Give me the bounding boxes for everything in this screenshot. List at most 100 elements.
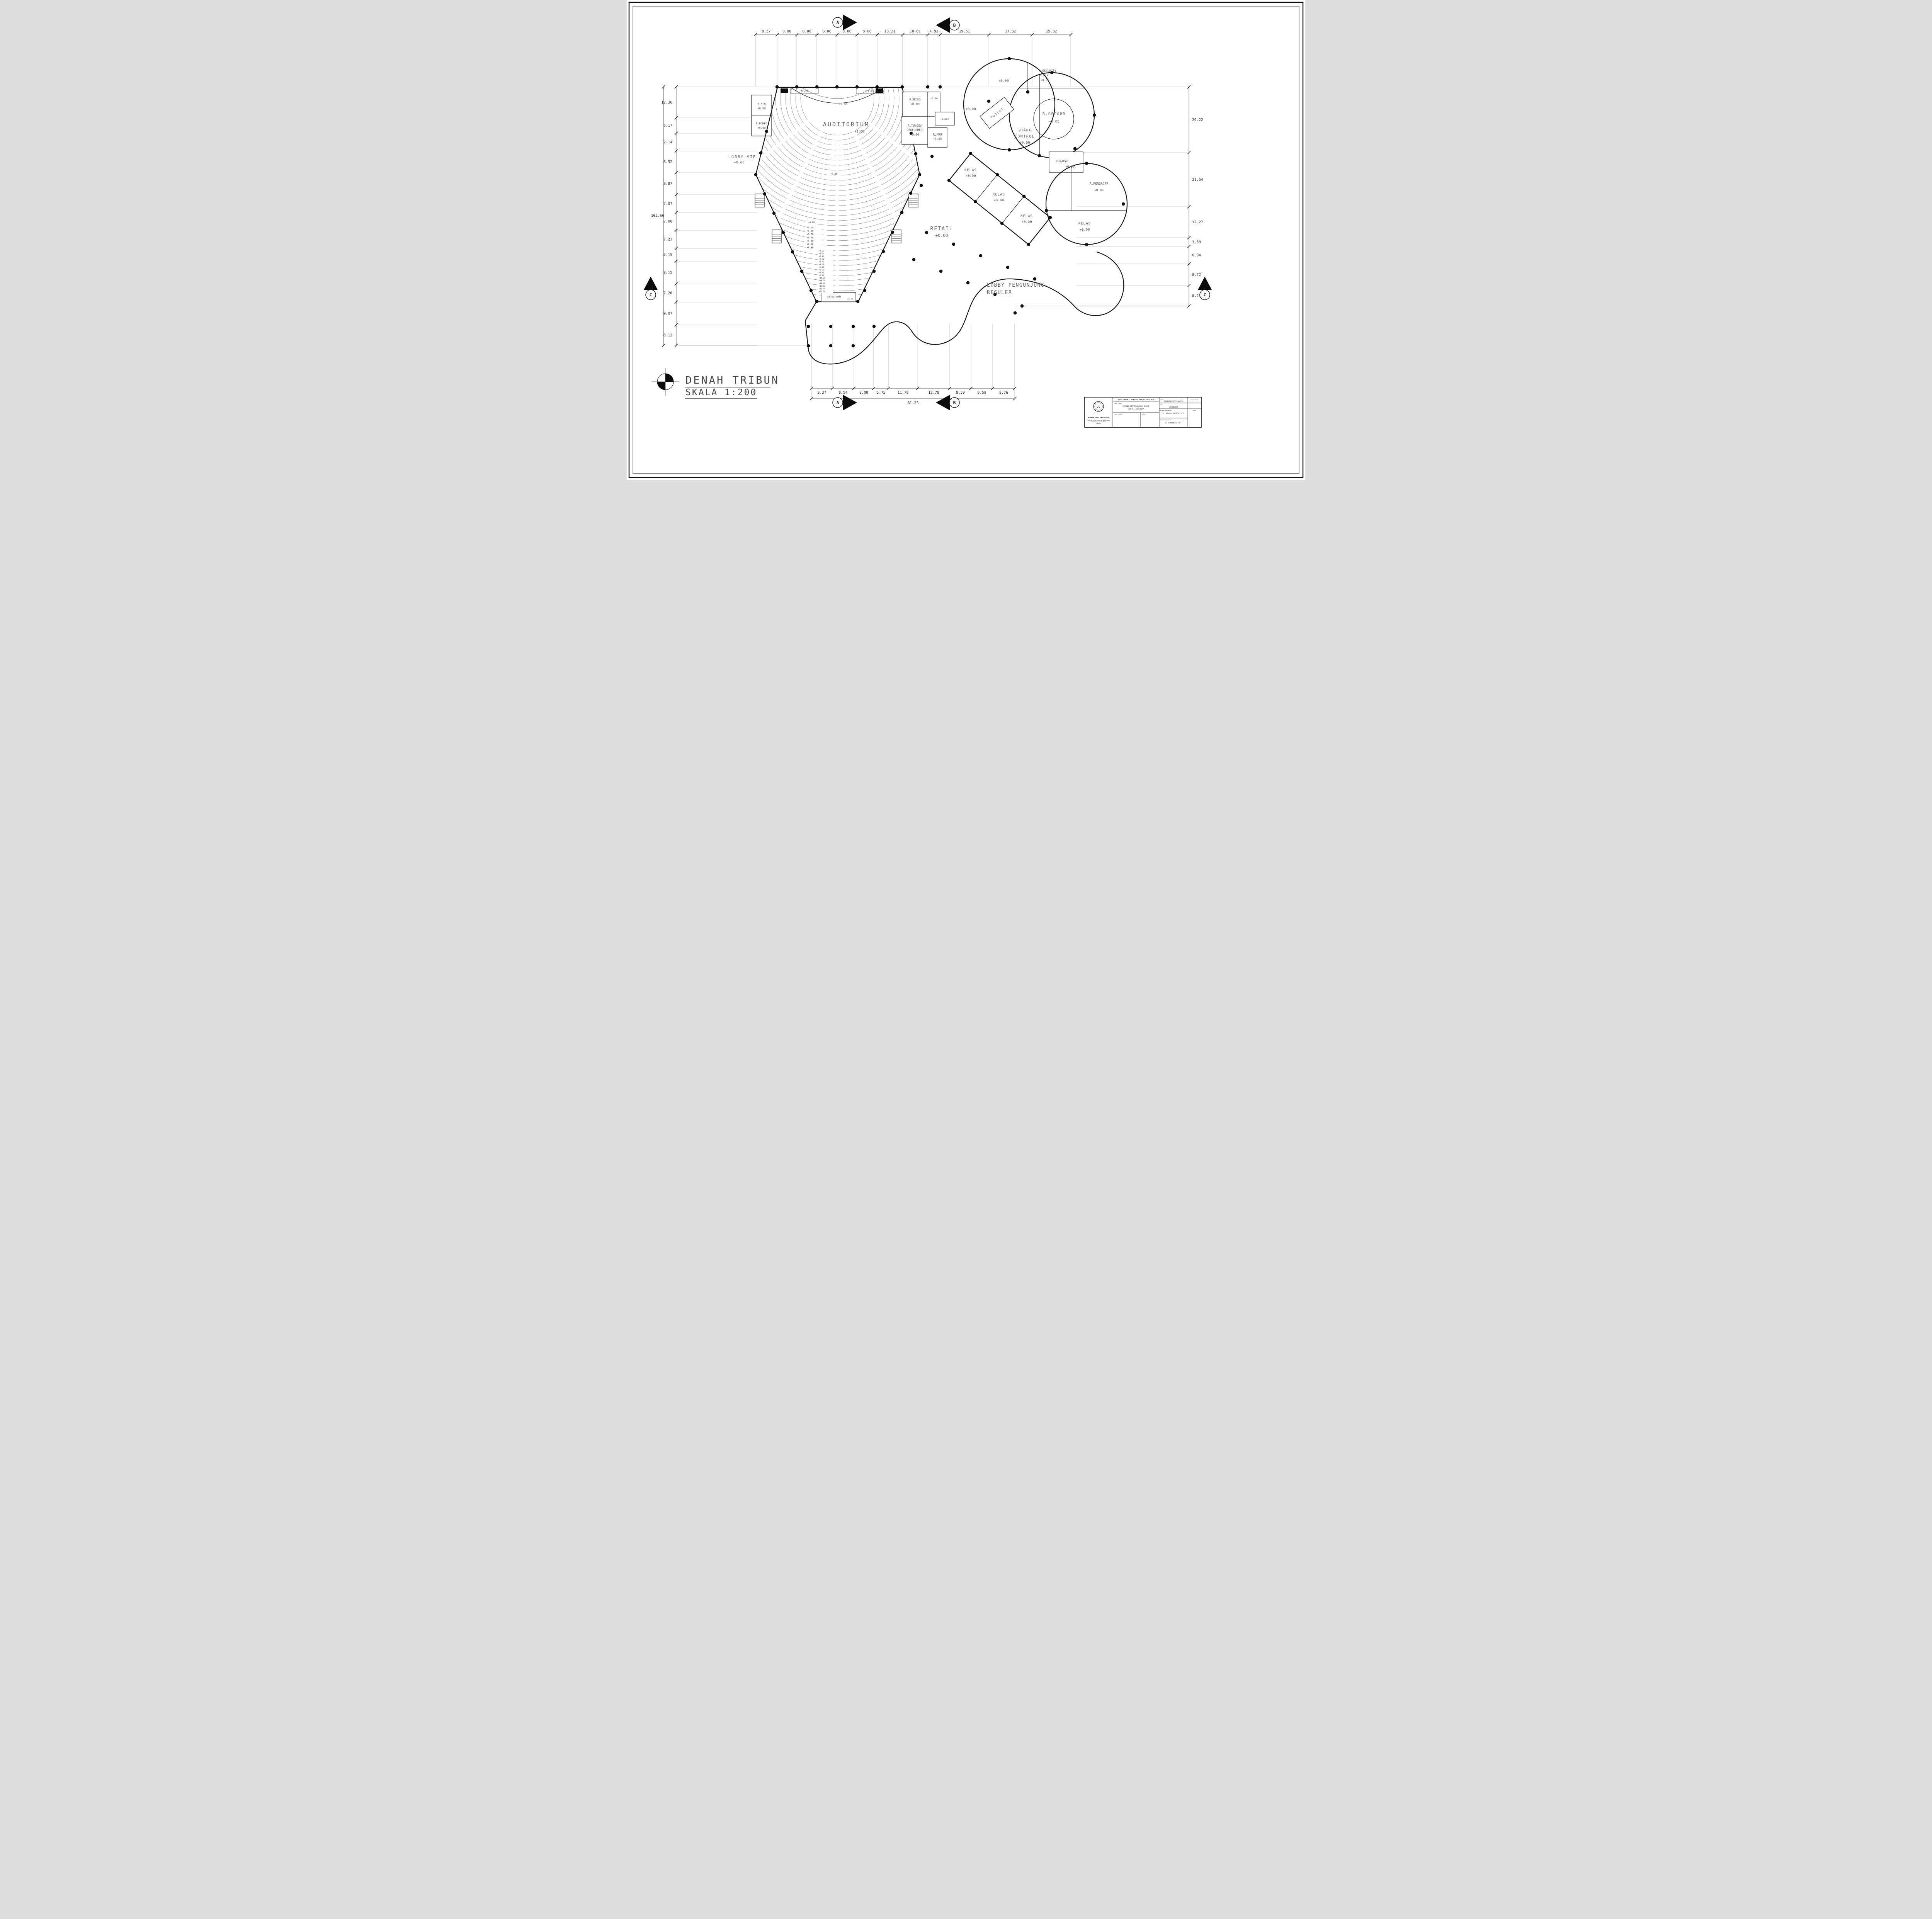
university-logo-inner: [1094, 402, 1103, 411]
tb-drawing-label: JUDUL GAMBAR: [1114, 413, 1122, 415]
dim-tick: [674, 282, 678, 286]
section-bubble: [832, 17, 843, 28]
dim-right-3: 3.53: [1192, 240, 1201, 245]
room-label-rrias: R.RIAS: [910, 98, 921, 101]
tribune-level-label: +7.20: [819, 250, 824, 252]
room-label-rtunggu2: PERFORMER: [907, 128, 923, 132]
dim-tick: [674, 116, 678, 120]
dim-tick: [753, 33, 757, 37]
room-label-auditorium: AUDITORIUM: [823, 121, 869, 128]
room-rpln-wall: [751, 95, 772, 116]
room-label-lobbyreg1: LOBBY PENGUNJUNG: [987, 282, 1044, 288]
column-dot: [855, 85, 859, 89]
column-dot: [881, 250, 885, 253]
room-label-rpln: R.PLN: [757, 103, 765, 106]
dim-tick: [815, 33, 819, 37]
tribune-level-label: +8.70: [819, 263, 824, 266]
section-letter: C: [650, 292, 652, 297]
tb-sheet-label: JUMLAH: [1192, 410, 1196, 411]
tb-project-line2: POP DI SURABAYA: [1128, 408, 1144, 410]
column-dot: [912, 258, 916, 262]
tribune-level-label: +6.90: [807, 247, 813, 249]
dim-tick: [674, 300, 678, 304]
record-inner-wall: [1033, 99, 1074, 139]
dim-tick: [662, 343, 665, 347]
dim-bottom-total: 81.23: [908, 401, 919, 405]
dim-tick: [969, 386, 973, 390]
tribune-level-label: +10.50: [819, 280, 825, 282]
column-dot: [1050, 71, 1054, 75]
section-bubble: [949, 20, 960, 31]
section-marker-c-right: C: [1198, 277, 1212, 300]
dim-tick: [674, 149, 678, 153]
level-plaza-west: +0.00: [965, 107, 976, 111]
column-dot: [806, 344, 810, 348]
column-dot: [995, 173, 999, 177]
dim-tick: [1187, 284, 1191, 287]
tb-university: UNIVERSITAS KRISTEN PETRA: [1091, 421, 1106, 423]
kelas-circle-wall: [1045, 163, 1128, 245]
tribune-level-label: +11.10: [819, 285, 825, 287]
column-dot: [900, 211, 904, 214]
dim-top-6: 10.21: [884, 29, 896, 34]
room-level-kelas3: +0.00: [1021, 220, 1032, 224]
room-label-rrapat: R.RAPAT: [1056, 160, 1069, 163]
column-dot: [1007, 57, 1011, 61]
dim-bottom-8: 8.76: [999, 391, 1008, 395]
dim-top-4: 8.00: [843, 29, 852, 34]
column-dot: [1044, 209, 1048, 212]
dim-bottom-6: 8.59: [956, 391, 965, 395]
sheet-border-outer: [628, 2, 1304, 478]
room-toilet-wall: [935, 112, 955, 126]
stairs-layer: [755, 194, 918, 243]
column-dot: [987, 99, 991, 103]
room-level-rtunggu: +0.00: [910, 133, 919, 136]
section-marker-a-top: A: [832, 15, 857, 30]
column-dot: [973, 200, 977, 204]
column-dot: [875, 85, 879, 89]
room-level-lobbyvip: +0.00: [734, 161, 744, 165]
aisle: [756, 118, 812, 227]
tb-co-advisor: IR. HANDINOTO, M.T.: [1165, 422, 1182, 424]
room-level-kontrol: +0.00: [1019, 141, 1030, 145]
dim-tick: [938, 33, 942, 37]
column-dot: [806, 325, 810, 328]
dim-tick: [674, 193, 678, 197]
tribune-level-label: +11.40: [819, 288, 825, 290]
room-level-auditorium: +1,00: [855, 130, 864, 133]
section-arrow-icon: [843, 15, 857, 30]
room-label-kontrol1: RUANG: [1017, 128, 1032, 133]
dim-top-1: 8.00: [782, 29, 791, 34]
column-dot: [835, 85, 839, 89]
room-label-lobbyvip: LOBBY VIP: [728, 155, 756, 159]
column-dot: [1020, 304, 1024, 308]
column-dot: [1022, 194, 1026, 198]
column-dot: [1033, 277, 1037, 281]
room-label-rtunggu1: R.TUNGGU: [908, 124, 922, 127]
dim-left-9: 9.15: [663, 271, 672, 275]
dim-tick: [991, 386, 995, 390]
section-letter: B: [953, 400, 956, 405]
section-marker-b-top: B: [936, 17, 960, 33]
tribune-level-label: +9.90: [819, 274, 824, 277]
dim-top-7: 10.01: [910, 29, 921, 34]
dim-bottom-5: 12.78: [928, 391, 939, 395]
room-level-rpompa: +0.00: [757, 126, 765, 129]
dim-bottom-3: 5.75: [877, 391, 886, 395]
tb-student-name: BAMBANG WIDYAHARTA: [1164, 400, 1183, 403]
title-block-border: [1084, 397, 1202, 428]
column-dot: [759, 151, 763, 155]
section-bubble: [1199, 289, 1210, 300]
dim-top-2: 8.00: [803, 29, 811, 34]
column-dot: [993, 292, 997, 296]
dim-left-10: 7.26: [663, 291, 672, 296]
dim-tick: [674, 343, 678, 347]
room-labels: R.PLN +0.00 R.POMPA +0.00 AUDITORIUM +1,…: [651, 69, 1108, 405]
dim-right-2: 12.27: [1192, 220, 1203, 224]
column-dot: [1085, 161, 1088, 165]
section-arrow-icon: [936, 17, 950, 33]
column-dot: [1037, 154, 1041, 158]
dim-left-6: 7.06: [663, 219, 672, 224]
speaker-icon: [876, 88, 883, 93]
